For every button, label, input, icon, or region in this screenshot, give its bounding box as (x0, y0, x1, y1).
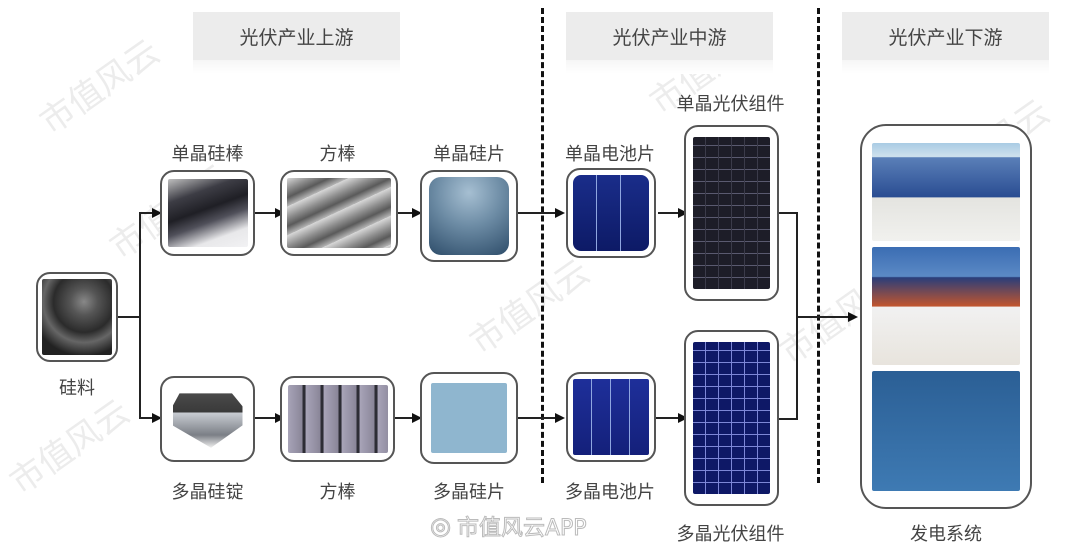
node-poly-module (684, 330, 779, 506)
connector-line (255, 212, 275, 214)
connector-line (517, 417, 555, 419)
stage-divider (541, 8, 544, 483)
mono-module-image (693, 137, 770, 289)
connector-line (255, 417, 275, 419)
node-label: 发电系统 (910, 524, 982, 545)
connector-line (139, 417, 153, 419)
watermark-text: 市值风云 (32, 31, 168, 143)
node-label: 单晶硅片 (433, 144, 505, 165)
stage-title: 光伏产业中游 (612, 26, 727, 49)
silicon-raw-material-image (42, 279, 112, 355)
square-rod-image (287, 178, 391, 248)
node-poly-ingot (160, 376, 255, 462)
node-label: 多晶光伏组件 (676, 524, 785, 545)
node-mono-module (684, 125, 779, 301)
connector-line (796, 316, 848, 318)
stage-header-upstream: 光伏产业上游 (193, 12, 400, 74)
node-mono-cell (566, 168, 656, 258)
poly-wafer-image (431, 383, 507, 453)
node-label: 多晶硅锭 (171, 482, 244, 503)
arrow-icon (555, 413, 565, 423)
connector-line (113, 316, 140, 318)
node-label: 单晶光伏组件 (676, 94, 785, 115)
connector-line (658, 212, 678, 214)
square-rod-image (287, 385, 388, 453)
node-label: 多晶电池片 (565, 482, 655, 503)
house-roof-solar-image (872, 246, 1020, 365)
mono-silicon-rod-image (167, 179, 248, 247)
solar-street-light-image (872, 370, 1020, 491)
connector-line (655, 417, 678, 419)
arrow-icon (848, 312, 858, 322)
arrow-icon (678, 413, 688, 423)
mono-wafer-image (429, 177, 509, 255)
watermark-text: 市值风云 (462, 251, 598, 363)
stage-title: 光伏产业下游 (888, 26, 1003, 49)
node-label: 硅料 (59, 378, 95, 399)
node-poly-square-rod (280, 376, 395, 462)
stage-divider (817, 8, 820, 483)
node-label: 单晶硅棒 (171, 144, 244, 165)
poly-ingot-image (172, 393, 243, 448)
node-power-system (860, 124, 1032, 509)
connector-line (517, 212, 555, 214)
arrow-icon (152, 208, 162, 218)
connector-line (139, 212, 153, 214)
rooftop-solar-farm-image (872, 142, 1020, 241)
arrow-icon (412, 208, 422, 218)
app-watermark: ◎ 市值风云APP (430, 510, 588, 542)
arrow-icon (678, 208, 688, 218)
watermark-text: 市值风云 (2, 391, 138, 503)
node-mono-wafer (420, 170, 518, 262)
node-mono-rod (160, 170, 255, 256)
poly-module-image (693, 342, 770, 494)
arrow-icon (555, 208, 565, 218)
connector-line (394, 417, 412, 419)
node-label: 单晶电池片 (565, 144, 655, 165)
connector-line (139, 212, 141, 418)
stage-header-downstream: 光伏产业下游 (842, 12, 1049, 74)
stage-header-midstream: 光伏产业中游 (566, 12, 773, 74)
node-poly-wafer (420, 372, 518, 464)
weibo-icon: ◎ (430, 512, 452, 541)
node-poly-cell (566, 372, 656, 462)
poly-cell-image (573, 379, 649, 455)
arrow-icon (412, 413, 422, 423)
node-label: 方棒 (319, 144, 356, 165)
stage-title: 光伏产业上游 (239, 26, 354, 49)
connector-line (778, 418, 797, 420)
node-silicon-raw (36, 272, 118, 362)
node-label: 多晶硅片 (433, 482, 505, 503)
arrow-icon (152, 413, 162, 423)
watermark-app-text: 市值风云APP (456, 516, 587, 542)
connector-line (778, 212, 797, 214)
mono-cell-image (573, 175, 649, 251)
node-label: 方棒 (319, 482, 356, 503)
node-mono-square-rod (280, 170, 398, 256)
